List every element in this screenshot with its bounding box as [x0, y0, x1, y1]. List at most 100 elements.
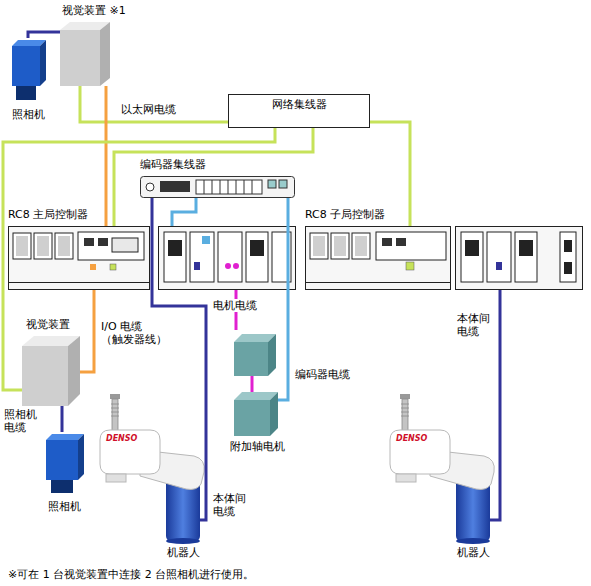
- cable: [3, 128, 275, 390]
- cable-label: 照相机 电缆: [4, 408, 37, 434]
- cable: [278, 198, 288, 400]
- sub-controller-figure: [406, 262, 414, 270]
- camera-figure: [16, 86, 36, 100]
- cable: [28, 32, 60, 38]
- node-label: 附加轴电机: [230, 440, 285, 453]
- main-controller-figure: [58, 236, 70, 256]
- main-controller-figure: [112, 238, 138, 252]
- robot-figure: [390, 394, 494, 544]
- sub-controller: RC8 子局控制器: [305, 226, 583, 290]
- vision-device-figure: [22, 336, 80, 406]
- sub-controller-figure: [465, 240, 479, 256]
- main-controller-figure: [16, 236, 28, 256]
- cable: [80, 290, 94, 372]
- vision-device: 视觉装置 ※1: [60, 22, 110, 86]
- encoder-hub-figure: [196, 180, 262, 194]
- sub-controller-figure: [376, 232, 446, 260]
- cable: [114, 128, 313, 226]
- vision-device-figure: [68, 336, 80, 406]
- cable: [152, 198, 206, 520]
- node-label: 机器人: [167, 546, 200, 559]
- sub-controller-figure: [564, 240, 572, 252]
- robot: 机器人: [166, 476, 200, 542]
- node-label: 视觉装置: [26, 318, 70, 331]
- cable: [490, 290, 500, 520]
- encoder-hub-figure: [279, 180, 287, 188]
- main-controller-figure: [218, 232, 242, 282]
- cable-label: 电机电缆: [212, 299, 258, 312]
- node-label: RC8 主局控制器: [8, 208, 88, 221]
- brand-mark: DENSO: [396, 434, 427, 443]
- main-controller-figure: [37, 236, 49, 256]
- main-controller: RC8 主局控制器: [8, 226, 296, 290]
- sub-controller-figure: [564, 262, 572, 274]
- main-controller-figure: [90, 264, 96, 270]
- main-controller-figure: [84, 238, 94, 246]
- cable-label: 编码器电缆: [294, 368, 351, 381]
- motor-figure: [251, 376, 254, 392]
- sub-controller-figure: [313, 236, 325, 256]
- main-controller-figure: [13, 233, 31, 259]
- sub-controller-figure: [496, 262, 502, 270]
- cable-label: 本体间 电缆: [456, 312, 491, 338]
- footnote: ※可在 1 台视觉装置中连接 2 台照相机进行使用。: [8, 568, 254, 581]
- camera-figure: [12, 46, 40, 86]
- main-controller-figure: [78, 232, 144, 260]
- camera: 照相机: [42, 432, 86, 494]
- main-controller-figure: [98, 238, 108, 246]
- robot: 机器人: [456, 476, 490, 542]
- main-controller-figure: [110, 264, 116, 270]
- robot-figure: [100, 394, 204, 544]
- sub-controller-figure: [352, 233, 370, 259]
- camera-figure: [46, 434, 84, 493]
- camera-figure: [46, 440, 78, 480]
- camera-figure: [51, 480, 73, 493]
- network-hub: 网络集线器: [228, 94, 370, 128]
- encoder-hub: 编码器集线器: [140, 176, 295, 198]
- main-controller-figure: [225, 263, 231, 269]
- sub-controller-figure: [355, 236, 367, 256]
- camera-figure: [40, 40, 46, 86]
- sub-controller-figure: [310, 233, 328, 259]
- encoder-hub-figure: [268, 180, 276, 188]
- cable-label: I/O 电缆 （触发器线）: [100, 320, 182, 346]
- main-controller-figure: [246, 232, 268, 282]
- main-controller-figure: [250, 240, 264, 256]
- main-controller-figure: [8, 282, 150, 283]
- brand-mark: DENSO: [106, 434, 137, 443]
- sub-controller-figure: [519, 240, 533, 256]
- main-controller-figure: [9, 227, 150, 290]
- sub-controller-figure: [515, 232, 537, 282]
- main-controller-figure: [194, 262, 200, 270]
- main-controller-figure: [164, 232, 186, 282]
- motor-figure: [234, 334, 278, 436]
- sub-controller-figure: [305, 282, 451, 283]
- vision-device-figure: [60, 22, 110, 86]
- camera: 照相机: [8, 38, 48, 102]
- cable: [172, 198, 196, 226]
- node-label: 照相机: [48, 500, 81, 513]
- vision-device-figure: [22, 346, 68, 406]
- sub-controller-figure: [456, 227, 583, 290]
- cable-label: 以太网电缆: [120, 103, 177, 116]
- cable-label: 本体间 电缆: [212, 492, 247, 518]
- vision-device-figure: [100, 22, 110, 86]
- main-controller-figure: [34, 233, 52, 259]
- motor-figure: [234, 342, 268, 376]
- node-label: RC8 子局控制器: [305, 208, 385, 221]
- encoder-hub-figure: [146, 183, 154, 191]
- main-controller-figure: [159, 227, 296, 290]
- sub-controller-figure: [382, 238, 392, 246]
- cable: [61, 406, 64, 432]
- camera-figure: [78, 434, 84, 480]
- main-controller-figure: [168, 240, 182, 256]
- sub-controller-figure: [306, 227, 451, 290]
- motor-figure: [234, 400, 270, 436]
- main-controller-figure: [202, 236, 210, 244]
- sub-controller-figure: [560, 232, 576, 282]
- vision-device: 视觉装置: [22, 336, 80, 406]
- main-controller-figure: [55, 233, 73, 259]
- cable: [80, 86, 228, 122]
